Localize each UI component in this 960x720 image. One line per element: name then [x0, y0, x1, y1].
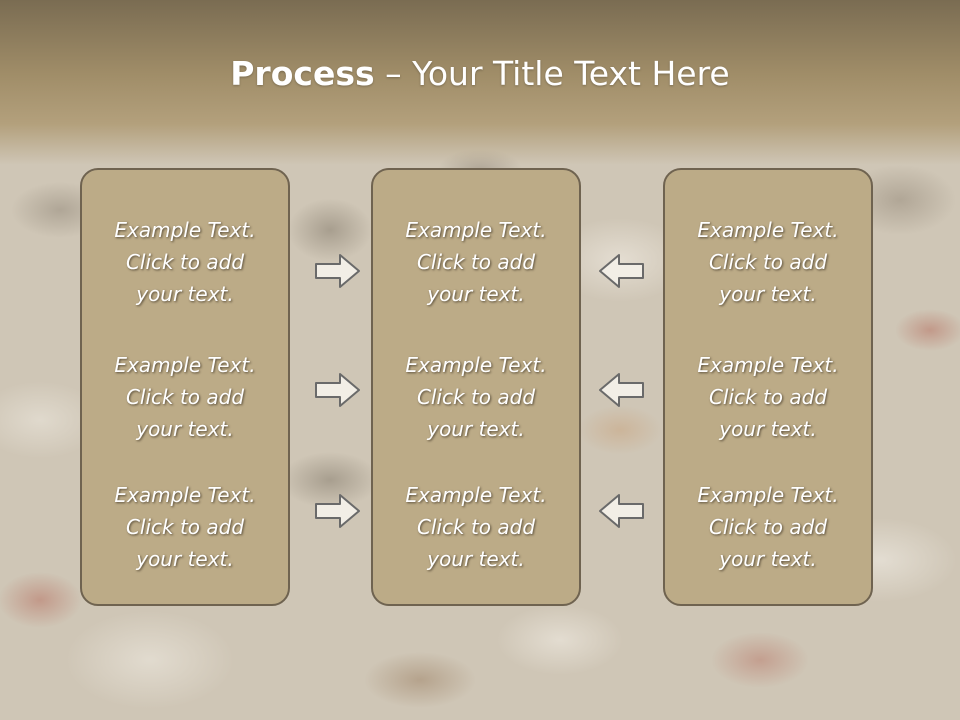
text-block[interactable]: Example Text. Click to add your text.	[82, 214, 288, 310]
text-line: your text.	[719, 282, 817, 306]
text-block[interactable]: Example Text. Click to add your text.	[373, 479, 579, 575]
process-box-3[interactable]: Example Text. Click to add your text. Ex…	[663, 168, 873, 606]
text-line: Example Text.	[697, 353, 839, 377]
text-block[interactable]: Example Text. Click to add your text.	[665, 214, 871, 310]
process-box-1[interactable]: Example Text. Click to add your text. Ex…	[80, 168, 290, 606]
text-line: Example Text.	[697, 483, 839, 507]
title-rest: Your Title Text Here	[412, 54, 730, 93]
text-line: Click to add	[708, 515, 828, 539]
text-block[interactable]: Example Text. Click to add your text.	[373, 214, 579, 310]
title-separator: –	[374, 54, 413, 93]
text-line: Click to add	[416, 515, 536, 539]
text-block[interactable]: Example Text. Click to add your text.	[665, 349, 871, 445]
text-block[interactable]: Example Text. Click to add your text.	[82, 479, 288, 575]
text-line: Example Text.	[697, 218, 839, 242]
text-line: Click to add	[416, 385, 536, 409]
text-line: Example Text.	[114, 483, 256, 507]
text-line: Click to add	[125, 515, 245, 539]
text-line: your text.	[136, 547, 234, 571]
text-line: your text.	[136, 417, 234, 441]
text-block[interactable]: Example Text. Click to add your text.	[373, 349, 579, 445]
text-block[interactable]: Example Text. Click to add your text.	[82, 349, 288, 445]
text-line: Example Text.	[405, 483, 547, 507]
text-line: Click to add	[125, 250, 245, 274]
text-line: Example Text.	[114, 353, 256, 377]
arrow-left-icon	[599, 254, 644, 288]
arrow-right-icon	[315, 494, 360, 528]
text-line: your text.	[719, 547, 817, 571]
text-line: Example Text.	[405, 218, 547, 242]
arrow-left-icon	[599, 494, 644, 528]
arrow-right-icon	[315, 373, 360, 407]
text-line: your text.	[719, 417, 817, 441]
arrow-left-icon	[599, 373, 644, 407]
title-band	[0, 0, 960, 165]
text-line: your text.	[136, 282, 234, 306]
text-line: your text.	[427, 282, 525, 306]
text-line: Click to add	[708, 385, 828, 409]
text-block[interactable]: Example Text. Click to add your text.	[665, 479, 871, 575]
text-line: your text.	[427, 417, 525, 441]
process-box-2[interactable]: Example Text. Click to add your text. Ex…	[371, 168, 581, 606]
text-line: Click to add	[708, 250, 828, 274]
text-line: Click to add	[416, 250, 536, 274]
text-line: Click to add	[125, 385, 245, 409]
text-line: Example Text.	[405, 353, 547, 377]
title-bold: Process	[230, 54, 375, 93]
text-line: Example Text.	[114, 218, 256, 242]
slide-title[interactable]: Process – Your Title Text Here	[0, 54, 960, 93]
text-line: your text.	[427, 547, 525, 571]
arrow-right-icon	[315, 254, 360, 288]
